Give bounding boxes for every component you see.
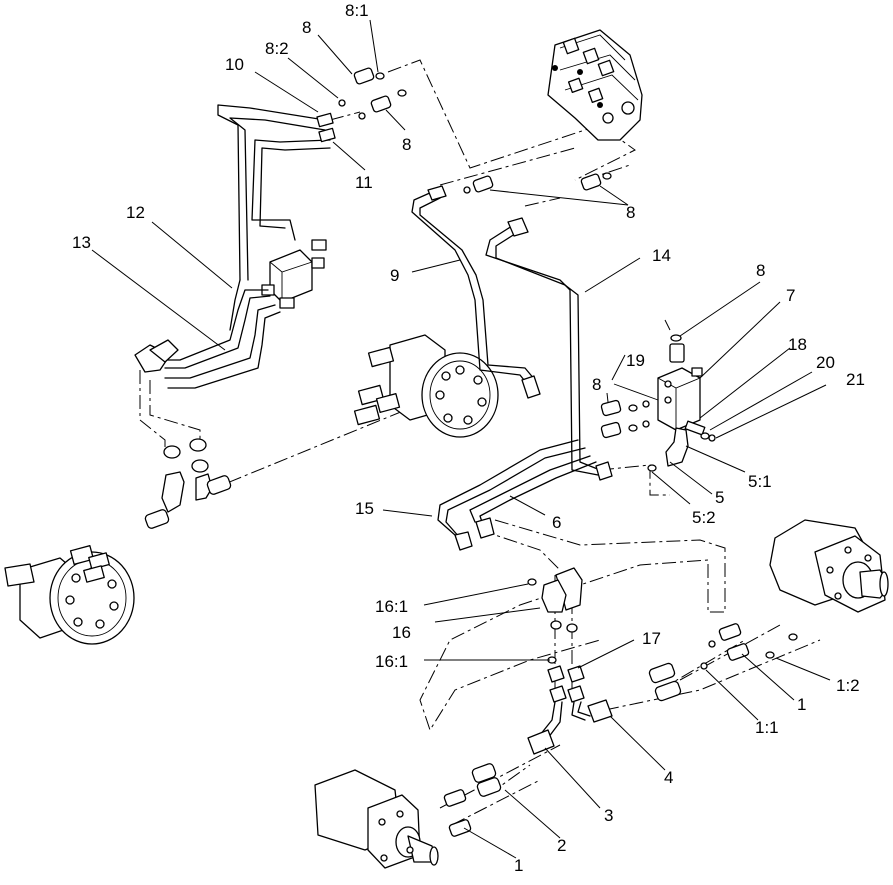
callout-5-2: 5:2	[692, 508, 716, 527]
callout-1-1: 1:1	[755, 718, 779, 737]
callout-8-right: 8	[626, 203, 635, 222]
center-elbow-stack	[527, 567, 613, 755]
callout-7: 7	[786, 286, 795, 305]
callout-18: 18	[788, 335, 807, 354]
callout-8-mid: 8	[402, 135, 411, 154]
callout-3: 3	[604, 806, 613, 825]
callout-16: 16	[392, 623, 411, 642]
tubes-6-15	[437, 439, 597, 551]
callout-8-top: 8	[302, 18, 311, 37]
bottom-fittings	[443, 763, 502, 837]
leader-lines	[91, 19, 831, 859]
bottom-motor	[314, 769, 439, 869]
left-motor	[4, 545, 135, 645]
callout-10: 10	[225, 55, 244, 74]
tubes-10-11	[217, 104, 336, 281]
upper-fittings	[338, 67, 612, 194]
callout-9: 9	[390, 266, 399, 285]
tube-9	[411, 185, 541, 399]
callout-15: 15	[355, 499, 374, 518]
left-fittings	[144, 438, 232, 529]
tube-14	[485, 217, 613, 481]
callout-12: 12	[126, 203, 145, 222]
callout-21: 21	[846, 370, 865, 389]
callout-17: 17	[642, 629, 661, 648]
callout-8-2: 8:2	[265, 39, 289, 58]
flow-divider	[229, 239, 327, 331]
callout-1-bottom: 1	[514, 856, 523, 875]
callout-4: 4	[664, 768, 673, 787]
callout-19: 19	[626, 351, 645, 370]
callout-5: 5	[715, 488, 724, 507]
right-motor	[769, 519, 889, 613]
callout-14: 14	[652, 246, 671, 265]
valve-block	[600, 334, 716, 472]
callout-16-1a: 16:1	[375, 597, 408, 616]
callout-20: 20	[816, 353, 835, 372]
right-fittings	[648, 623, 798, 702]
callout-1-right: 1	[797, 695, 806, 714]
callout-8-1: 8:1	[345, 1, 369, 20]
callout-16-1b: 16:1	[375, 652, 408, 671]
callout-labels: 8:1 8 8:2 10 8 11 8 12 13 9 14 8 7 18 19…	[72, 1, 865, 875]
callout-13: 13	[72, 233, 91, 252]
callout-2: 2	[557, 836, 566, 855]
callout-5-1: 5:1	[748, 472, 772, 491]
callout-11: 11	[355, 173, 373, 192]
callout-8-valve: 8	[756, 261, 765, 280]
callout-8-lower: 8	[592, 375, 601, 394]
control-valve-assembly	[547, 29, 643, 141]
center-motor	[353, 334, 499, 438]
callout-6: 6	[552, 513, 561, 532]
tubes-13	[134, 289, 281, 389]
assembly-lines	[139, 59, 821, 826]
callout-1-2: 1:2	[836, 676, 860, 695]
